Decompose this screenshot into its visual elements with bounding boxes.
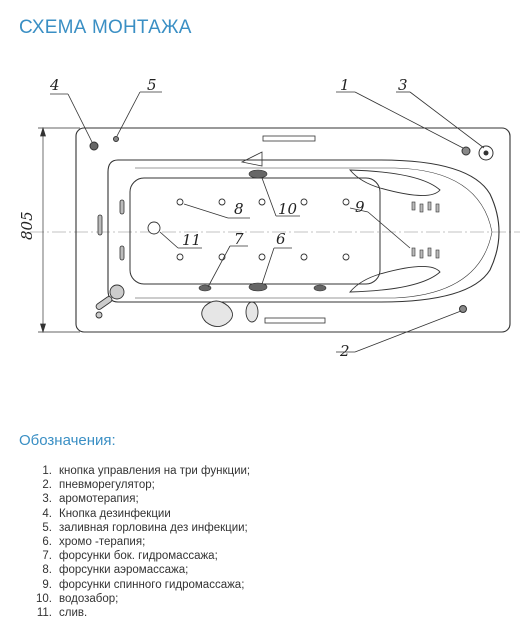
dimension-label: 805 <box>18 211 36 240</box>
legend-item: 2.пневморегулятор; <box>42 479 155 492</box>
callout-2: 2 <box>339 342 350 360</box>
overflow-icon <box>201 300 259 327</box>
callout-11: 11 <box>182 231 201 249</box>
callout-7: 7 <box>234 230 244 248</box>
bathtub-seat <box>129 177 381 285</box>
callout-9: 9 <box>355 198 365 216</box>
callout-3: 3 <box>398 76 408 94</box>
legend-item: 9.форсунки спинного гидромассажа; <box>42 578 245 591</box>
disinfection-filler-icon <box>113 136 119 142</box>
legend-item: 10.водозабор; <box>36 592 119 605</box>
installation-diagram: 805 <box>18 76 520 360</box>
callout-1: 1 <box>340 76 350 94</box>
callout-4: 4 <box>49 76 60 94</box>
page-title: СХЕМА МОНТАЖА <box>19 17 192 38</box>
legend-item: 7.форсунки бок. гидромассажа; <box>42 550 218 563</box>
chromo-lamp-icon <box>248 282 268 292</box>
legend-item: 6.хромо -терапия; <box>42 536 146 549</box>
faucet-icon <box>95 284 125 319</box>
legend-item: 5.заливная горловина дез инфекции; <box>42 521 248 534</box>
callout-10: 10 <box>278 200 298 218</box>
legend-item: 8.форсунки аэромассажа; <box>42 564 189 577</box>
dimension-805 <box>38 126 80 334</box>
legend-item: 11.слив. <box>36 607 88 620</box>
back-jets <box>411 201 440 259</box>
legend-list: 1.кнопка управления на три функции; 2.пн… <box>19 464 250 620</box>
control-button-icon <box>461 146 471 156</box>
callout-6: 6 <box>276 230 286 248</box>
legend-item: 1.кнопка управления на три функции; <box>42 465 251 477</box>
aromatherapy-icon <box>478 145 494 161</box>
water-intake-icon <box>248 169 268 179</box>
legend-title: Обозначения: <box>19 432 116 449</box>
bathtub-bowl <box>107 159 500 303</box>
side-jet-icon <box>198 284 212 292</box>
air-jets <box>147 198 350 261</box>
legend-item: 4.Кнопка дезинфекции <box>42 507 171 520</box>
disinfection-button-icon <box>89 141 99 151</box>
pneumo-regulator-icon <box>459 305 467 313</box>
callout-8: 8 <box>234 200 244 218</box>
legend-item: 3.аромотерапия; <box>42 493 139 506</box>
callout-5: 5 <box>147 76 157 94</box>
bathtub-rim <box>75 127 511 333</box>
